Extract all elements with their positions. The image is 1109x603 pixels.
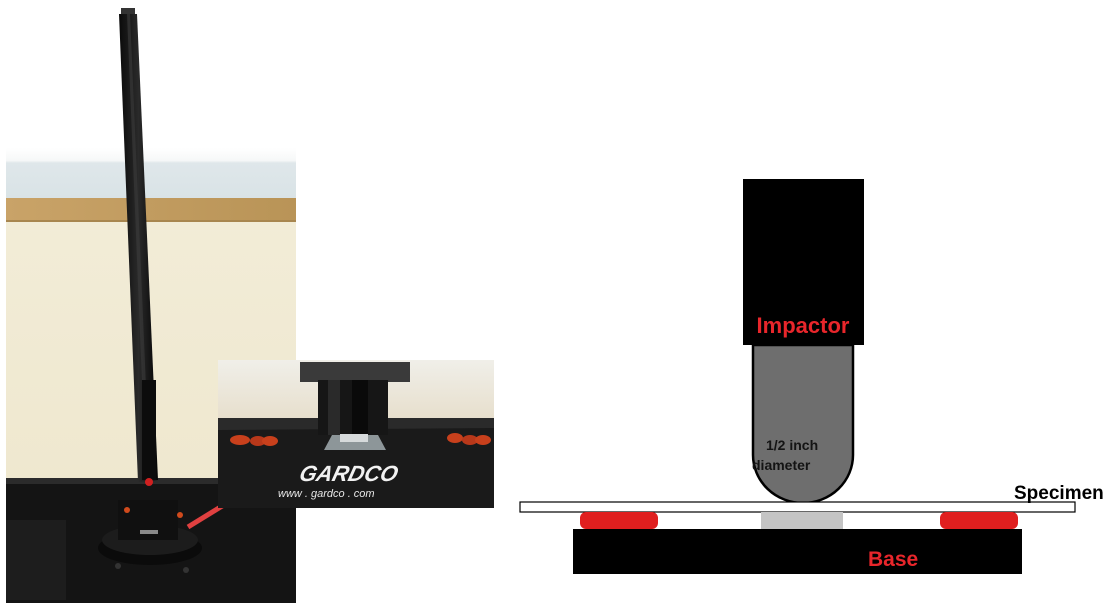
impact-tester-photo: GARDCO www . gardco . com — [0, 0, 520, 603]
impact-schematic: Impactor 1/2 inch diameter Specimen Base — [505, 170, 1109, 603]
right-red-pad — [940, 512, 1018, 529]
zoomed-inset-photo: GARDCO www . gardco . com — [218, 360, 494, 508]
tip-diameter-label-line1: 1/2 inch — [766, 437, 818, 453]
tip-diameter-label-line2: diameter — [752, 457, 811, 473]
impactor-label: Impactor — [757, 313, 850, 338]
specimen-plate — [520, 502, 1075, 512]
base-block — [573, 529, 1022, 574]
center-gray-pad — [761, 512, 843, 530]
gardco-logo: GARDCO — [297, 461, 401, 486]
left-red-pad — [580, 512, 658, 529]
impactor-tip — [753, 345, 853, 503]
gardco-url: www . gardco . com — [278, 488, 375, 500]
specimen-label: Specimen — [1014, 483, 1104, 504]
base-label: Base — [868, 548, 918, 571]
